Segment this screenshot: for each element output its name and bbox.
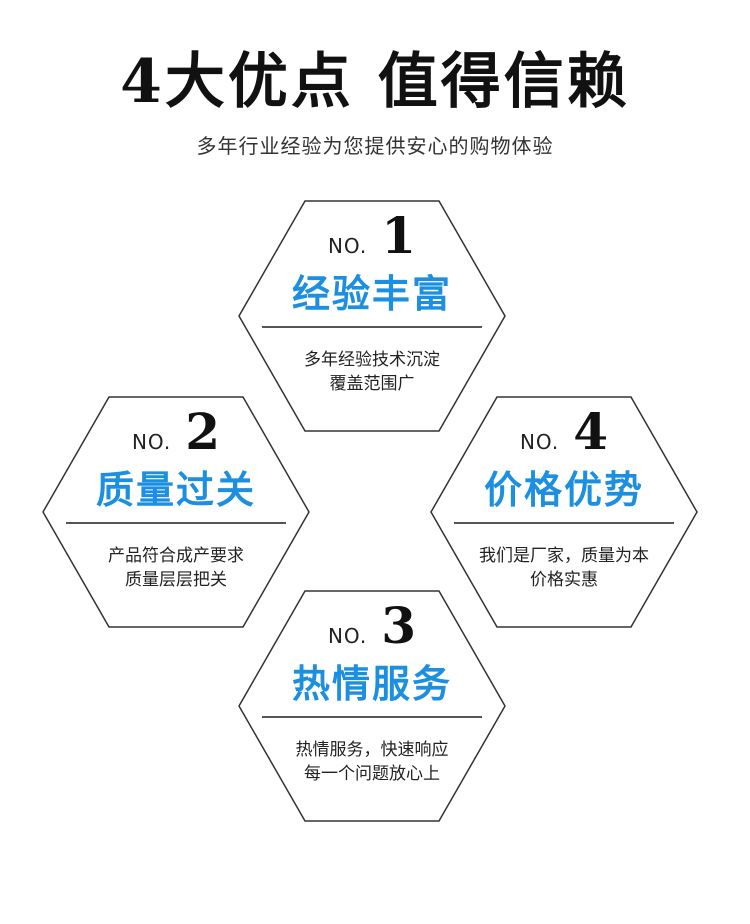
no-label: NO.	[327, 624, 368, 648]
description-line: 热情服务，快速响应	[295, 740, 449, 760]
hexagon-outline	[430, 396, 698, 628]
feature-number-row: NO.4	[430, 406, 698, 458]
description-line: 多年经验技术沉淀	[304, 350, 440, 370]
feature-number: 2	[185, 402, 221, 461]
feature-card-quality: NO.2 质量过关 产品符合成产要求 质量层层把关	[42, 396, 310, 628]
divider	[454, 522, 674, 524]
description-line: 每一个问题放心上	[304, 764, 440, 784]
feature-number-row: NO.1	[238, 210, 506, 262]
feature-name: 质量过关	[95, 467, 256, 512]
divider	[262, 326, 482, 328]
feature-name: 经验丰富	[291, 271, 452, 316]
description-line: 我们是厂家，质量为本	[479, 546, 649, 566]
feature-name: 热情服务	[291, 661, 452, 706]
divider	[262, 716, 482, 718]
no-label: NO.	[519, 430, 560, 454]
description-line: 产品符合成产要求	[108, 546, 244, 566]
feature-number: 3	[381, 596, 417, 655]
feature-number: 4	[573, 402, 609, 461]
feature-description: 产品符合成产要求 质量层层把关	[42, 544, 310, 592]
feature-number: 1	[381, 206, 417, 265]
feature-card-experience: NO.1 经验丰富 多年经验技术沉淀 覆盖范围广	[238, 200, 506, 432]
description-line: 质量层层把关	[125, 570, 227, 590]
feature-description: 热情服务，快速响应 每一个问题放心上	[238, 738, 506, 786]
feature-description: 我们是厂家，质量为本 价格实惠	[430, 544, 698, 592]
no-label: NO.	[131, 430, 172, 454]
hexagon-outline	[42, 396, 310, 628]
feature-card-service: NO.3 热情服务 热情服务，快速响应 每一个问题放心上	[238, 590, 506, 822]
divider	[66, 522, 286, 524]
hexagon-outline	[238, 590, 506, 822]
feature-name: 价格优势	[483, 467, 644, 512]
feature-description: 多年经验技术沉淀 覆盖范围广	[238, 348, 506, 396]
page-subtitle: 多年行业经验为您提供安心的购物体验	[196, 134, 554, 158]
description-line: 覆盖范围广	[329, 374, 415, 394]
description-line: 价格实惠	[530, 570, 598, 590]
hexagon-outline	[238, 200, 506, 432]
feature-number-row: NO.2	[42, 406, 310, 458]
page-title: 4大优点 值得信赖	[120, 47, 630, 117]
feature-number-row: NO.3	[238, 600, 506, 652]
feature-card-price: NO.4 价格优势 我们是厂家，质量为本 价格实惠	[430, 396, 698, 628]
no-label: NO.	[327, 234, 368, 258]
